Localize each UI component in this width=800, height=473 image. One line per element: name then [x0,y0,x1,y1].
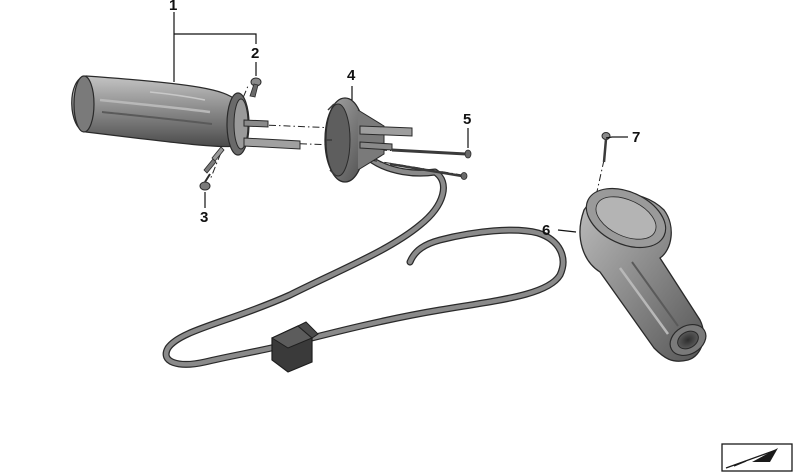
wiring-cable [162,156,567,368]
screw-part-2 [249,77,262,98]
left-heated-grip [71,75,301,156]
arrow-up-right-icon[interactable] [721,443,793,472]
callout-leaders [173,12,628,233]
callout-3: 3 [200,209,208,226]
callout-2: 2 [251,45,259,62]
callout-1: 1 [169,0,177,14]
grip-ring-housing [324,97,413,183]
screw-part-3 [199,146,225,191]
right-heated-grip [579,187,707,362]
callout-5: 5 [463,111,471,128]
callout-4: 4 [347,67,356,84]
screws-part-5 [389,148,472,180]
callout-7: 7 [632,129,640,146]
screw-part-7 [601,132,611,163]
connector-plug [270,321,319,373]
callout-6: 6 [542,222,550,239]
